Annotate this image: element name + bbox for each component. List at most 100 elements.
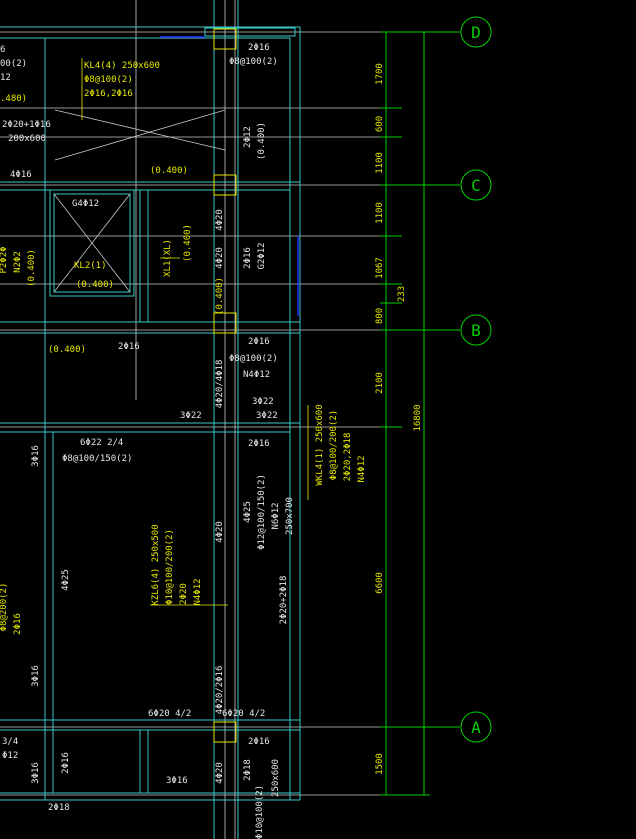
- note-m-p8: Φ8@100/150(2): [62, 454, 132, 464]
- note-top-l3: 12: [0, 73, 11, 83]
- note-a-3p16a: 3Φ16: [31, 762, 41, 784]
- note-a-2p18: 2Φ18: [243, 759, 253, 781]
- note-top-l1: 6: [0, 45, 5, 55]
- blue-accents: [160, 36, 299, 316]
- note-b-p8: Φ8@100(2): [229, 354, 278, 364]
- grid-lines: [0, 0, 380, 839]
- note-wkl-1: WKL4(1) 250x600: [315, 404, 325, 485]
- note-a-12: Φ12: [2, 751, 18, 761]
- note-c-g2: G2Φ12: [257, 242, 267, 269]
- note-kzl-3: 2Φ20: [179, 583, 189, 605]
- dim-600: 600: [375, 116, 385, 132]
- dim-6600: 6600: [375, 572, 385, 594]
- note-m-2p20: 2Φ20+2Φ18: [279, 576, 289, 625]
- axis-d-bubble: [460, 16, 492, 48]
- note-l-2p16: 2Φ16: [13, 613, 23, 635]
- note-kzl-2: Φ10@100/200(2): [165, 529, 175, 605]
- yellow-annotations: KL4(4) 250x600 Φ8@100(2) 2Φ16,2Φ16 .480)…: [0, 61, 367, 635]
- columns: [213, 28, 237, 743]
- note-m-4p25b: 4Φ25: [243, 501, 253, 523]
- note-kl2: KL2(1): [74, 261, 107, 271]
- note-wkl-3: 2Φ20,2Φ18: [343, 433, 353, 482]
- note-top-r1: 2Φ16: [248, 43, 270, 53]
- note-b-n4: N4Φ12: [243, 370, 270, 380]
- note-a-2p18b: 2Φ18: [48, 803, 70, 813]
- dim-total: 16800: [413, 404, 423, 431]
- column-4: [213, 721, 237, 743]
- note-a-2p16b: 2Φ16: [61, 752, 71, 774]
- dim-1100-a: 1100: [375, 152, 385, 174]
- note-a-4p20v: 4Φ20: [215, 762, 225, 784]
- note-b-2p16: 2Φ16: [118, 342, 140, 352]
- column-3: [213, 312, 237, 334]
- note-left-b: N2Φ2: [13, 251, 23, 273]
- note-top-l6: 200x600: [8, 134, 46, 144]
- opening-outer: [49, 189, 135, 297]
- note-kl4-2: Φ8@100(2): [84, 75, 133, 85]
- note-c-0400: (0.400): [150, 166, 188, 176]
- note-m-3p16b: 3Φ16: [31, 665, 41, 687]
- note-b-3p22a: 3Φ22: [252, 397, 274, 407]
- note-a-250: 250x600: [271, 759, 281, 797]
- void-cross-2: [54, 109, 226, 161]
- note-c-2p16: 2Φ16: [243, 247, 253, 269]
- note-m-4p25a: 4Φ25: [61, 569, 71, 591]
- dim-1067: 1067: [375, 257, 385, 279]
- opening-cross-2: [53, 193, 131, 293]
- note-b-2p16r: 2Φ16: [248, 337, 270, 347]
- note-a-6p20b: 6Φ20 4/2: [222, 709, 265, 719]
- note-m-4p20: 4Φ20: [215, 521, 225, 543]
- note-a-p10: Φ10@100(2): [255, 785, 265, 839]
- axis-label-b: B: [471, 321, 481, 340]
- opening-box: [49, 189, 135, 297]
- note-top-l4: .480): [0, 94, 27, 104]
- void-cross-1: [54, 109, 226, 151]
- note-top-r2: Φ8@100(2): [229, 57, 278, 67]
- note-wkl-4: N4Φ12: [357, 455, 367, 482]
- note-l-p8: Φ8@200(2): [0, 583, 9, 632]
- axis-c-bubble: [460, 169, 492, 201]
- note-left-c: (0.400): [27, 249, 37, 287]
- note-a-34: 3/4: [2, 737, 18, 747]
- note-m-250: 250x700: [285, 497, 295, 535]
- note-d-2p12: 2Φ12: [243, 126, 253, 148]
- dim-233: 233: [397, 286, 407, 302]
- note-kl2-h: (0.400): [76, 280, 114, 290]
- note-kl4-3: 2Φ16,2Φ16: [84, 89, 133, 99]
- note-a-4p20: 4Φ20/2Φ16: [215, 666, 225, 715]
- column-1: [213, 28, 237, 50]
- note-b-4p20: 4Φ20/4Φ18: [215, 360, 225, 409]
- dim-1500: 1500: [375, 753, 385, 775]
- note-wkl-2: Φ8@100/200(2): [329, 410, 339, 480]
- note-m-p12: Φ12@100/150(2): [257, 474, 267, 550]
- axis-label-d: D: [471, 23, 481, 42]
- beam-d-cap: [204, 27, 296, 37]
- opening-inner: [53, 193, 131, 293]
- note-kzl-1: KZL6(4) 250x500: [151, 524, 161, 605]
- note-kzl-4: N4Φ12: [193, 578, 203, 605]
- dim-1100-b: 1100: [375, 202, 385, 224]
- note-top-l2: 00(2): [0, 59, 27, 69]
- dim-2100: 2100: [375, 372, 385, 394]
- note-b-0400l: (0.400): [48, 345, 86, 355]
- note-a-3p16b: 3Φ16: [166, 776, 188, 786]
- note-d-0400a: (0.400): [257, 122, 267, 160]
- white-annotations: 6 00(2) 12 2Φ20+1Φ16 200x600 2Φ16 Φ8@100…: [0, 43, 295, 839]
- axis-b-bubble: [460, 314, 492, 346]
- note-m-3p16a: 3Φ16: [31, 445, 41, 467]
- note-a-6p20a: 6Φ20 4/2: [148, 709, 191, 719]
- note-c-4p20b: 4Φ20: [215, 247, 225, 269]
- note-xl1-h: (0.400): [183, 224, 193, 262]
- note-m-2p16: 2Φ16: [248, 439, 270, 449]
- axis-labels: D C B A: [471, 23, 481, 737]
- note-xl1: XL1(XL): [163, 239, 173, 277]
- note-b-3p22c: 3Φ22: [256, 411, 278, 421]
- note-b-3p22b: 3Φ22: [180, 411, 202, 421]
- void-cross: [54, 109, 226, 161]
- dimension-texts: 1700 600 1100 1100 1067 233 800 2100 660…: [375, 63, 423, 775]
- note-b-0400: (0.400): [215, 277, 225, 315]
- note-a-2p16: 2Φ16: [248, 737, 270, 747]
- note-m-6p22: 6Φ22 2/4: [80, 438, 123, 448]
